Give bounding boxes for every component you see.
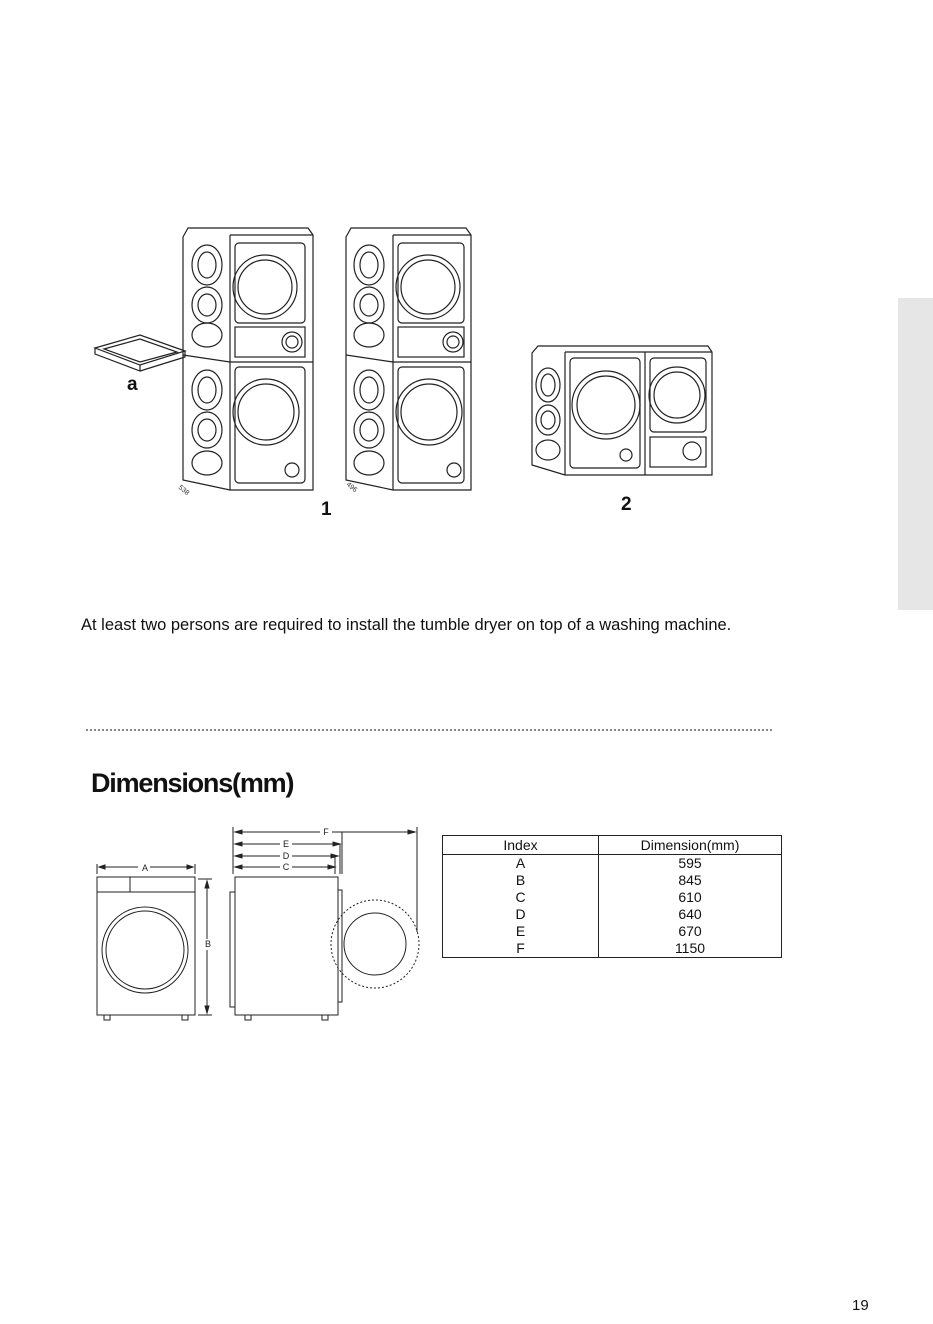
column-header-index: Index	[443, 836, 599, 855]
measure-label-right: 496	[345, 481, 359, 494]
table-row: D 640	[443, 906, 782, 923]
chapter-side-tab	[898, 298, 933, 610]
label-E: E	[283, 839, 289, 849]
table-row: F 1150	[443, 940, 782, 958]
index-cell: E	[443, 923, 599, 940]
table-header-row: Index Dimension(mm)	[443, 836, 782, 855]
option-1-label: 1	[321, 499, 332, 521]
index-cell: A	[443, 855, 599, 873]
measure-label-left: 538	[177, 484, 191, 497]
label-D: D	[283, 851, 290, 861]
installation-notice: At least two persons are required to ins…	[81, 616, 731, 635]
index-cell: D	[443, 906, 599, 923]
side-by-side-appliances	[532, 346, 712, 475]
label-B: B	[205, 939, 211, 949]
option-2-label: 2	[621, 494, 632, 516]
value-cell: 1150	[599, 940, 782, 958]
dimensions-heading: Dimensions(mm)	[91, 768, 293, 799]
index-cell: F	[443, 940, 599, 958]
label-C: C	[283, 862, 290, 872]
value-cell: 640	[599, 906, 782, 923]
table-row: B 845	[443, 872, 782, 889]
front-view-drawing	[97, 864, 212, 1020]
table-row: E 670	[443, 923, 782, 940]
table-row: A 595	[443, 855, 782, 873]
dotted-divider	[86, 729, 772, 731]
label-F: F	[323, 827, 329, 837]
stacked-appliances-right	[346, 228, 471, 490]
value-cell: 845	[599, 872, 782, 889]
value-cell: 670	[599, 923, 782, 940]
index-cell: B	[443, 872, 599, 889]
accessory-label: a	[127, 374, 138, 396]
side-view-drawing	[230, 827, 419, 1020]
table-row: C 610	[443, 889, 782, 906]
stacking-illustration: 538 496	[80, 215, 740, 525]
dimensions-table: Index Dimension(mm) A 595 B 845 C 610 D …	[442, 835, 782, 958]
label-A: A	[142, 863, 148, 873]
page-number: 19	[852, 1297, 869, 1314]
value-cell: 610	[599, 889, 782, 906]
value-cell: 595	[599, 855, 782, 873]
stacked-appliances-left	[183, 228, 313, 490]
column-header-dimension: Dimension(mm)	[599, 836, 782, 855]
dimension-drawing: A B F E D C	[90, 822, 430, 1027]
stacking-kit-tray-icon	[95, 335, 185, 371]
index-cell: C	[443, 889, 599, 906]
